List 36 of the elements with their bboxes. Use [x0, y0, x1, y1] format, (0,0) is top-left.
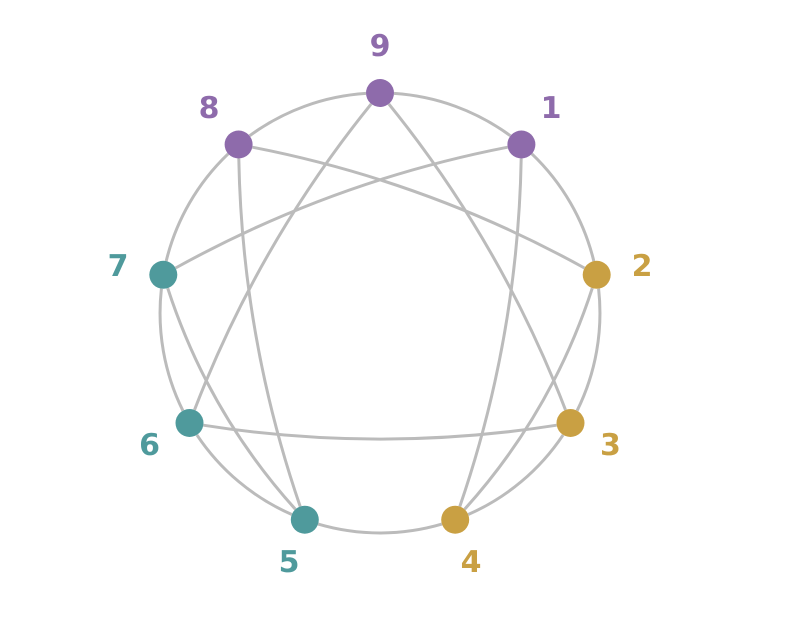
point-dot	[224, 130, 253, 158]
connecting-line	[318, 522, 442, 534]
connecting-line	[166, 288, 297, 510]
point-number: 8	[198, 93, 220, 126]
connecting-line	[164, 152, 230, 262]
point-dot	[290, 506, 319, 534]
connecting-line	[388, 102, 567, 410]
point-number: 7	[108, 250, 128, 283]
point-number: 6	[139, 430, 160, 462]
connecting-line	[530, 152, 596, 262]
connecting-line	[193, 102, 372, 410]
point-dot	[556, 409, 584, 437]
connecting-line	[196, 434, 292, 516]
point-number: 9	[370, 31, 390, 63]
point-dot	[507, 130, 536, 158]
point-number: 2	[632, 250, 652, 283]
point-dot	[582, 260, 611, 289]
connecting-line	[203, 424, 557, 441]
connecting-line	[237, 158, 302, 507]
connecting-line	[394, 92, 512, 138]
connecting-line	[248, 92, 366, 138]
point-number: 5	[278, 547, 300, 579]
point-number: 4	[460, 547, 482, 579]
point-dot	[176, 409, 204, 437]
point-number: 1	[540, 93, 562, 126]
connecting-line	[576, 288, 602, 412]
point-number: 3	[600, 430, 621, 462]
point-dot	[441, 506, 470, 534]
point-dot	[149, 260, 178, 289]
connecting-line	[174, 146, 508, 270]
connecting-line	[463, 288, 594, 510]
point-dot	[366, 79, 394, 107]
connecting-line	[458, 158, 523, 507]
connecting-line	[158, 288, 184, 412]
connecting-line	[252, 146, 586, 270]
connecting-line	[468, 434, 564, 516]
